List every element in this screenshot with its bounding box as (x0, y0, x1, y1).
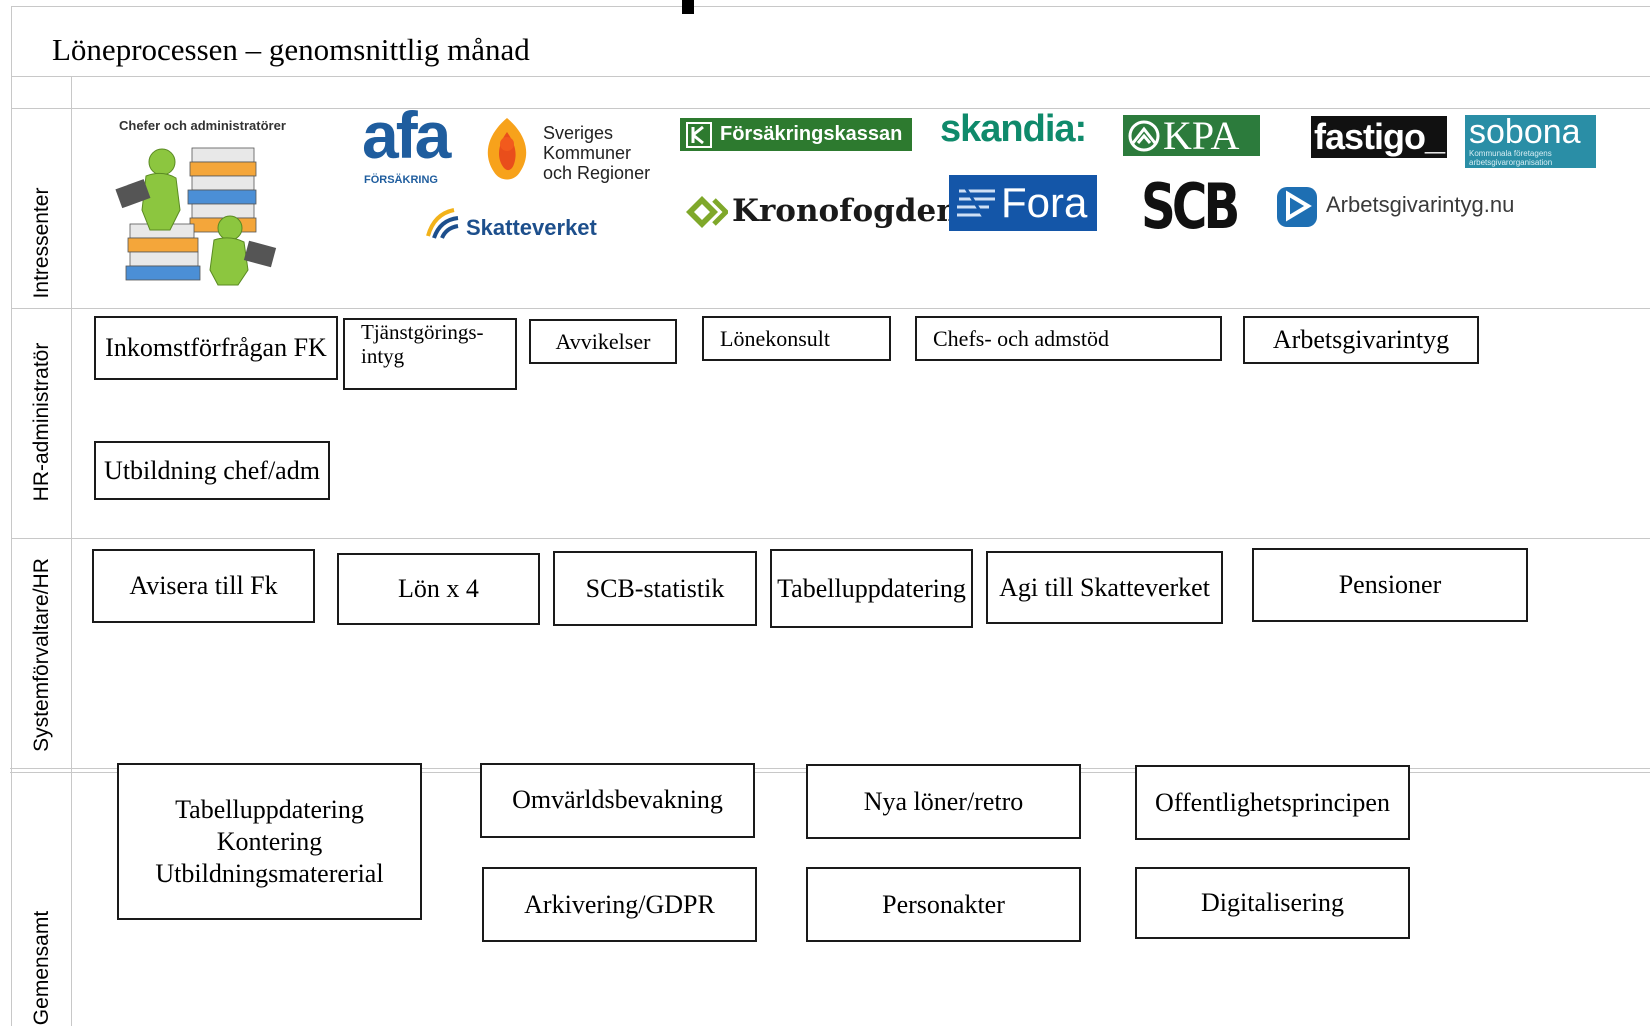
kpa-text: KPA (1163, 113, 1240, 158)
kpa-logo: KPA (1123, 113, 1260, 158)
box-agi-till-skatteverket: Agi till Skatteverket (986, 551, 1223, 624)
kronofogden-icon (686, 196, 728, 228)
box-avvikelser: Avvikelser (529, 319, 677, 364)
skandia-colon-icon: : (1074, 108, 1088, 150)
lane-label-gemensamt: Gemensamt (30, 910, 53, 1026)
afa-logo: afa (362, 98, 451, 172)
lane-label-intressenter: Intressenter (30, 187, 53, 299)
box-line: Tjänstgörings- (361, 320, 484, 344)
afa-logo-sub: FÖRSÄKRING (364, 174, 438, 186)
box-arbetsgivarintyg: Arbetsgivarintyg (1243, 316, 1479, 364)
page-title: Löneprocessen – genomsnittlig månad (52, 32, 530, 67)
box-avisera-till-fk: Avisera till Fk (92, 549, 315, 623)
box-scb-statistik: SCB-statistik (553, 551, 757, 626)
box-digitalisering: Digitalisering (1135, 867, 1410, 939)
forsakringskassan-logo: Försäkringskassan (680, 118, 912, 151)
grid-line (12, 76, 1650, 77)
skr-flame-icon (487, 118, 527, 180)
fastigo-logo: fastigo_ (1311, 116, 1447, 158)
skr-line: och Regioner (543, 163, 651, 183)
sobona-subtext: Kommunala företagens arbetsgivarorganisa… (1469, 149, 1553, 167)
skatteverket-icon (426, 208, 459, 239)
box-nya-loner-retro: Nya löner/retro (806, 764, 1081, 839)
box-pensioner: Pensioner (1252, 548, 1528, 622)
box-line: Kontering (216, 826, 323, 856)
binders-illustration-icon (115, 147, 277, 286)
box-omvarldsbevakning: Omvärldsbevakning (480, 763, 755, 838)
arbetsgivarintyg-logo: Arbetsgivarintyg.nu (1326, 192, 1515, 217)
fastigo-text: fastigo (1313, 116, 1426, 157)
box-chefs-och-admstod: Chefs- och admstöd (915, 316, 1222, 361)
lane-label-hr-administrator: HR-administratör (30, 342, 53, 502)
skandia-text: skandia (940, 108, 1076, 150)
skatteverket-logo: Skatteverket (466, 215, 597, 240)
fora-icon (957, 186, 995, 220)
fora-logo: Fora (949, 175, 1097, 231)
kpa-icon (1128, 120, 1160, 151)
forsakringskassan-icon (686, 121, 712, 148)
skr-line: Sveriges (543, 123, 614, 143)
forsakringskassan-text: Försäkringskassan (720, 123, 903, 145)
box-utbildning-chef-adm: Utbildning chef/adm (94, 441, 330, 500)
chefer-caption: Chefer och administratörer (119, 118, 286, 133)
kronofogden-logo: Kronofogden (732, 193, 959, 229)
scb-logo: SCB (1141, 170, 1240, 243)
box-lonekonsult: Lönekonsult (702, 316, 891, 361)
sobona-text: sobona (1469, 113, 1581, 151)
grid-line (12, 108, 1650, 109)
box-line: intyg (361, 344, 405, 369)
box-tjanstgoringsintyg: Tjänstgörings- intyg (343, 318, 517, 390)
box-lon-x-4: Lön x 4 (337, 553, 540, 625)
lane-label-systemforvaltare: Systemförvaltare/HR (30, 558, 53, 752)
grid-line (71, 76, 72, 1026)
arbetsgivarintyg-icon (1277, 187, 1317, 227)
box-tabelluppdatering: Tabelluppdatering (770, 549, 973, 628)
page-marker (682, 0, 694, 14)
box-personakter: Personakter (806, 867, 1081, 942)
fora-text: Fora (1001, 179, 1088, 226)
sobona-logo: sobona Kommunala företagens arbetsgivaro… (1465, 115, 1596, 168)
skandia-logo: skandia: (940, 108, 1088, 151)
fastigo-underscore-icon: _ (1424, 116, 1445, 157)
box-line: Tabelluppdatering (175, 794, 364, 824)
grid-line (12, 308, 1650, 309)
grid-line (11, 6, 12, 1026)
grid-line (12, 538, 1650, 539)
skr-line: Kommuner (543, 143, 632, 163)
skr-logo: Sveriges Kommuner och Regioner (543, 123, 650, 183)
box-tabelluppdatering-kontering-utbildning: Tabelluppdatering Kontering Utbildningsm… (117, 763, 422, 920)
box-arkivering-gdpr: Arkivering/GDPR (482, 867, 757, 942)
box-inkomstforfragan-fk: Inkomstförfrågan FK (94, 316, 338, 380)
box-offentlighetsprincipen: Offentlighetsprincipen (1135, 765, 1410, 840)
grid-line (12, 6, 1650, 7)
box-line: Utbildningsmatererial (155, 858, 384, 888)
